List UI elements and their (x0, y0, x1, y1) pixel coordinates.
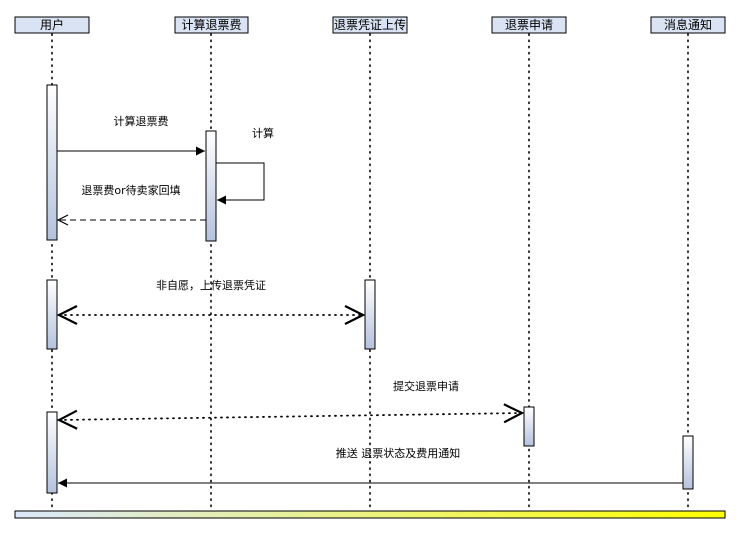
participant-calc-label: 计算退票费 (181, 17, 241, 32)
message-label-m3: 退票费or待卖家回填 (81, 183, 180, 197)
participant-calc[interactable]: 计算退票费 (174, 16, 249, 34)
activation-calc-1[interactable] (205, 130, 217, 242)
participant-apply[interactable]: 退票申请 (491, 16, 567, 34)
participant-notify[interactable]: 消息通知 (650, 16, 726, 34)
activations (46, 84, 694, 494)
message-arrow-m5[interactable] (59, 413, 522, 420)
activation-notify-1[interactable] (682, 435, 694, 490)
participant-upload-label: 退票凭证上传 (334, 17, 406, 32)
message-label-m1: 计算退票费 (114, 114, 169, 128)
lifelines (51, 33, 689, 515)
participant-user[interactable]: 用户 (14, 16, 90, 34)
activation-apply-1[interactable] (523, 406, 535, 447)
activation-user-1[interactable] (46, 84, 58, 241)
participant-headers: 用户 计算退票费 退票凭证上传 退票申请 消息通知 (14, 16, 726, 34)
message-label-m5: 提交退票申请 (393, 379, 459, 393)
message-label-m4: 非自愿，上传退票凭证 (156, 278, 266, 292)
message-arrow-m2[interactable] (216, 162, 265, 205)
activation-upload-1[interactable] (364, 279, 376, 350)
message-label-m2: 计算 (252, 126, 274, 140)
participant-apply-label: 退票申请 (505, 18, 553, 32)
messages: 计算退票费 计算 退票费or待卖家回填 非自愿，上传退票凭证 提交退票申请 推送… (57, 114, 683, 488)
participant-upload[interactable]: 退票凭证上传 (332, 16, 408, 34)
footer-bar (14, 510, 726, 519)
participant-user-label: 用户 (40, 17, 64, 32)
activation-user-3[interactable] (46, 411, 58, 494)
activation-user-2[interactable] (46, 279, 58, 350)
message-label-m6: 推送 退票状态及费用通知 (336, 446, 461, 460)
participant-notify-label: 消息通知 (664, 17, 712, 32)
